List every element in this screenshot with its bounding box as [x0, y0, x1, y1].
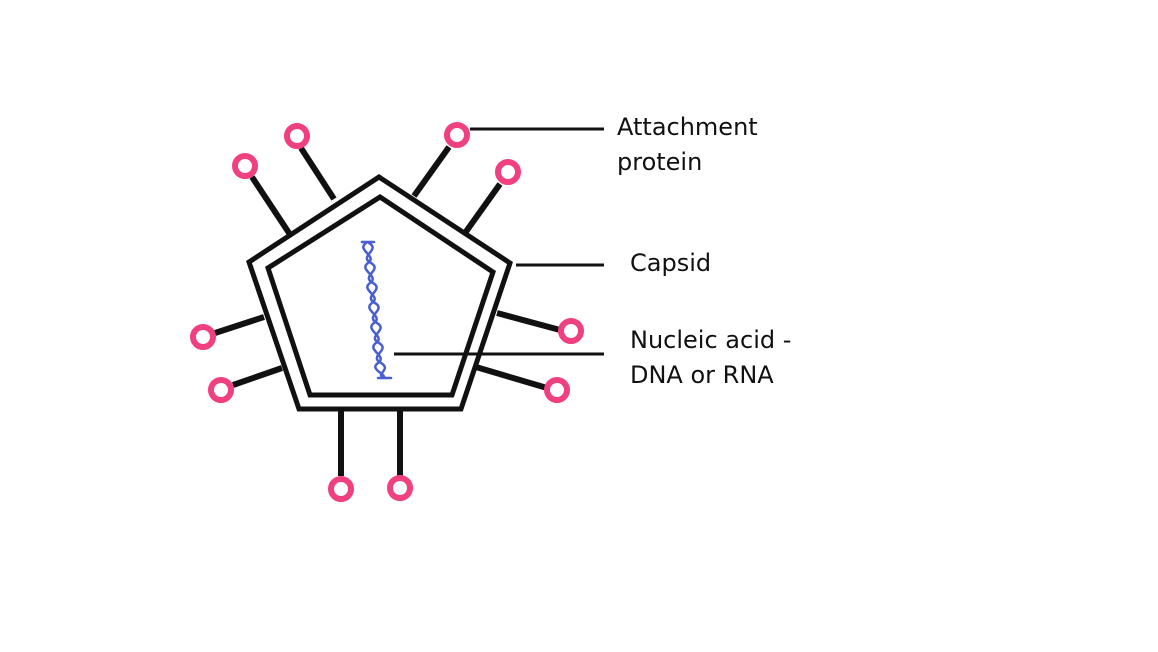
- attachment-protein-head: [328, 476, 354, 502]
- capsid: [246, 174, 513, 412]
- spike-stalk: [496, 310, 561, 333]
- nucleic-acid-label-line1: Nucleic acid -: [630, 326, 792, 354]
- attachment-protein-head: [284, 123, 310, 149]
- attachment-proteins: [214, 145, 561, 476]
- attachment-protein-head: [558, 318, 584, 344]
- attachment-protein-heads: [190, 122, 584, 502]
- nucleic-acid-strand-b: [365, 241, 388, 380]
- capsid-label-text: Capsid: [630, 249, 712, 277]
- nucleic-acid-label: Nucleic acid - DNA or RNA: [630, 323, 791, 393]
- attachment-protein-head: [444, 122, 470, 148]
- attachment-protein-label-line1: Attachment: [617, 113, 758, 141]
- spike-stalk: [411, 145, 452, 198]
- spike-stalk: [214, 314, 265, 336]
- attachment-protein-head: [544, 377, 570, 403]
- capsid-label: Capsid: [630, 246, 711, 281]
- spike-stalk: [298, 146, 337, 201]
- attachment-protein-head: [387, 475, 413, 501]
- attachment-protein-label-line2: protein: [617, 148, 703, 176]
- attachment-protein-head: [495, 159, 521, 185]
- attachment-protein-head: [208, 377, 234, 403]
- leader-lines: [394, 127, 604, 356]
- attachment-protein-head: [232, 153, 258, 179]
- attachment-protein-head: [190, 324, 216, 350]
- spike-stalk: [462, 182, 503, 235]
- attachment-protein-label: Attachment protein: [617, 110, 758, 180]
- spike-stalk: [475, 364, 548, 391]
- spike-stalk: [232, 365, 283, 388]
- nucleic-acid-label-line2: DNA or RNA: [630, 361, 774, 389]
- capsid-inner-wall: [265, 194, 496, 398]
- nucleic-acid: [360, 240, 393, 380]
- spike-stalk: [249, 175, 294, 238]
